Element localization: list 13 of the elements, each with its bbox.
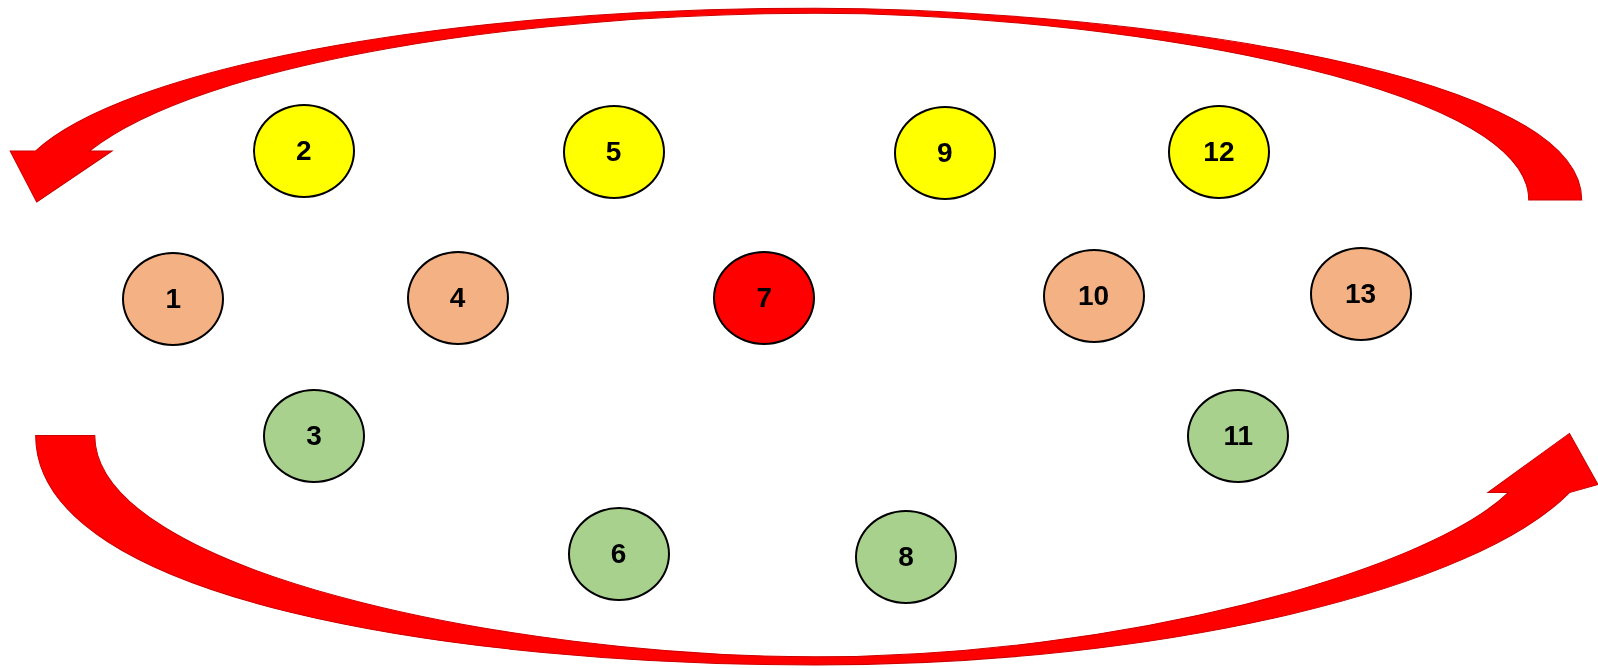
- node-number: 9: [936, 136, 953, 171]
- node-number: 1: [165, 281, 182, 316]
- node-number: 3: [306, 418, 322, 453]
- node-number: 2: [295, 134, 312, 168]
- node-number: 8: [898, 539, 914, 574]
- node-number: 11: [1223, 418, 1254, 453]
- node-number: 5: [605, 135, 622, 170]
- node-number: 10: [1078, 278, 1110, 313]
- node-number: 12: [1203, 135, 1235, 170]
- node-number: 13: [1345, 276, 1377, 311]
- node-number: 7: [756, 280, 773, 315]
- node-number: 4: [449, 280, 466, 315]
- node-number: 6: [610, 536, 627, 571]
